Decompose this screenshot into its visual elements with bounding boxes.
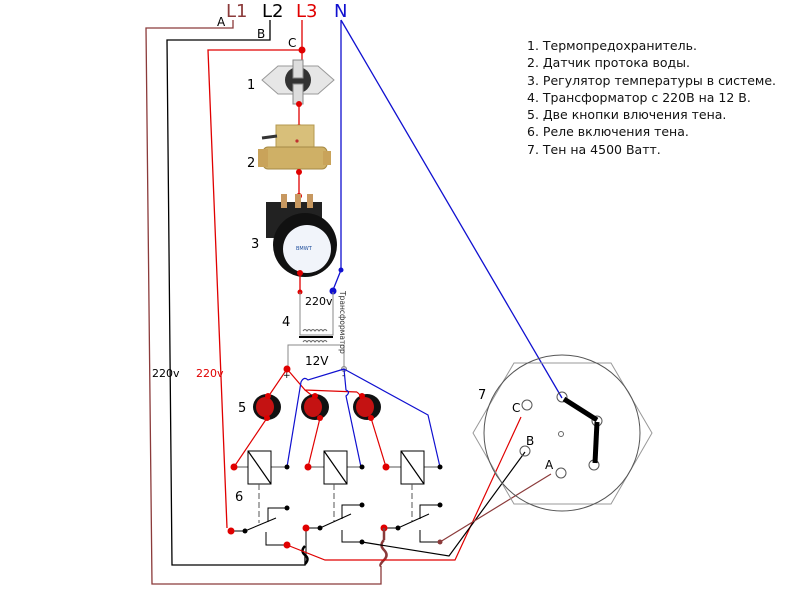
voltage-label-black: 220v — [152, 367, 180, 380]
component-number-2: 2 — [247, 156, 255, 171]
heater-terminal-a — [555, 467, 567, 479]
wire-l1 — [145, 20, 382, 585]
tap-label-b: B — [257, 27, 265, 41]
component-number-3: 3 — [251, 237, 259, 252]
component-number-7: 7 — [478, 388, 486, 403]
voltage-label-red: 220v — [196, 367, 224, 380]
wire-l3 — [207, 20, 303, 529]
rocker-switch-3[interactable] — [353, 394, 381, 420]
legend-item: 6. Реле включения тена. — [527, 124, 689, 140]
component-number-6: 6 — [235, 490, 243, 505]
phase-label-l1: L1 — [226, 1, 247, 22]
transformer-secondary-label: 12V — [305, 354, 329, 368]
relay-1 — [230, 450, 290, 523]
wire-l2 — [166, 20, 306, 566]
legend-item: 2. Датчик протока воды. — [527, 55, 691, 71]
relay-contact-1 — [231, 507, 287, 546]
transformer-vertical-label: Трансформатор — [338, 290, 347, 354]
transformer-primary-label: 220v — [305, 295, 333, 308]
svg-text:BMWT: BMWT — [296, 246, 313, 252]
relay-2 — [304, 450, 365, 522]
node-n-2 — [329, 287, 337, 295]
component-number-5: 5 — [238, 401, 246, 416]
node-c — [298, 46, 306, 54]
tap-label-a: A — [217, 15, 226, 29]
wire-out-brown — [439, 473, 552, 543]
component-number-4: 4 — [282, 315, 290, 330]
rocker-switch-1[interactable] — [253, 394, 281, 420]
terminal-label-c: C — [512, 401, 520, 415]
transformer — [287, 292, 345, 369]
wire-out-red — [286, 416, 522, 561]
minus-label: - — [342, 371, 345, 381]
tap-label-c: C — [288, 36, 296, 50]
wire-n-diagonal — [340, 19, 563, 399]
wire-l2-wavy — [301, 545, 309, 565]
node-n-1 — [338, 267, 344, 273]
relay-contact-3 — [384, 504, 440, 543]
relay-3 — [382, 450, 443, 522]
terminal-label-a: A — [545, 458, 554, 472]
legend-item: 4. Трансформатор с 220В на 12 В. — [527, 89, 751, 105]
legend-item: 7. Тен на 4500 Ватт. — [527, 141, 661, 157]
wire-out-black — [361, 451, 526, 557]
terminal-label-b: B — [526, 434, 534, 448]
component-legend: 1. Термопредохранитель. 2. Датчик проток… — [527, 37, 776, 158]
phase-label-n: N — [334, 1, 347, 22]
phase-label-l2: L2 — [262, 1, 283, 22]
wire-l1-wavy — [379, 539, 388, 568]
heater-terminal-c — [521, 399, 533, 411]
thermostat: BMWT — [266, 194, 337, 277]
flow-sensor — [258, 124, 331, 170]
legend-item: 1. Термопредохранитель. — [527, 38, 697, 53]
phase-label-l3: L3 — [296, 1, 317, 22]
plus-label: + — [283, 371, 291, 381]
heater — [472, 354, 653, 512]
rocker-switch-2[interactable] — [301, 394, 329, 420]
component-number-1: 1 — [247, 78, 255, 93]
legend-item: 3. Регулятор температуры в системе. — [527, 72, 777, 88]
thermo-fuse — [261, 59, 335, 105]
heater-terminal-b — [519, 445, 531, 457]
legend-item: 5. Две кнопки влючения тена. — [527, 107, 727, 123]
